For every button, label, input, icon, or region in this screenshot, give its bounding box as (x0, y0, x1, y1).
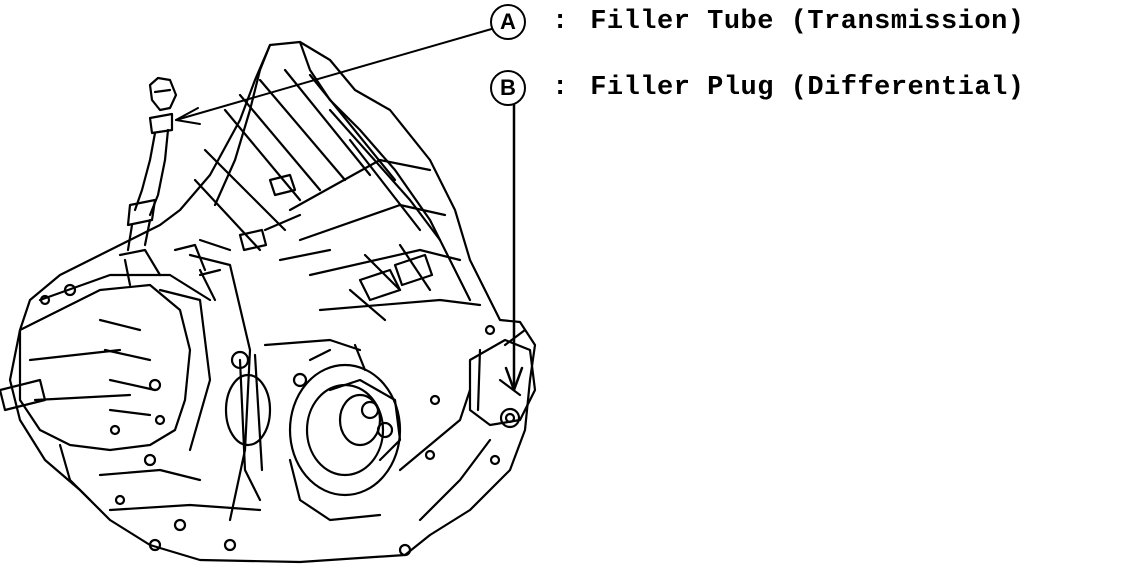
legend-separator-b: : (552, 73, 569, 103)
housing-bolts-icon (98, 324, 501, 557)
transmission-case-icon (0, 238, 252, 522)
badge-a: A (490, 4, 526, 40)
differential-flange-icon (224, 338, 402, 522)
legend-text-filler-tube: Filler Tube (Transmission) (590, 7, 1025, 37)
badge-b: B (490, 70, 526, 106)
legend-separator-a: : (552, 7, 569, 37)
right-boss-icon (468, 328, 537, 429)
leader-line-b (504, 101, 524, 392)
filler-tube-icon (126, 76, 178, 252)
transaxle-housing-icon (8, 40, 537, 564)
legend-row-b: B : Filler Plug (Differential) (490, 66, 1024, 110)
legend-text-filler-plug: Filler Plug (Differential) (590, 73, 1025, 103)
legend-row-a: A : Filler Tube (Transmission) (490, 0, 1024, 44)
leader-line-a (175, 27, 496, 125)
